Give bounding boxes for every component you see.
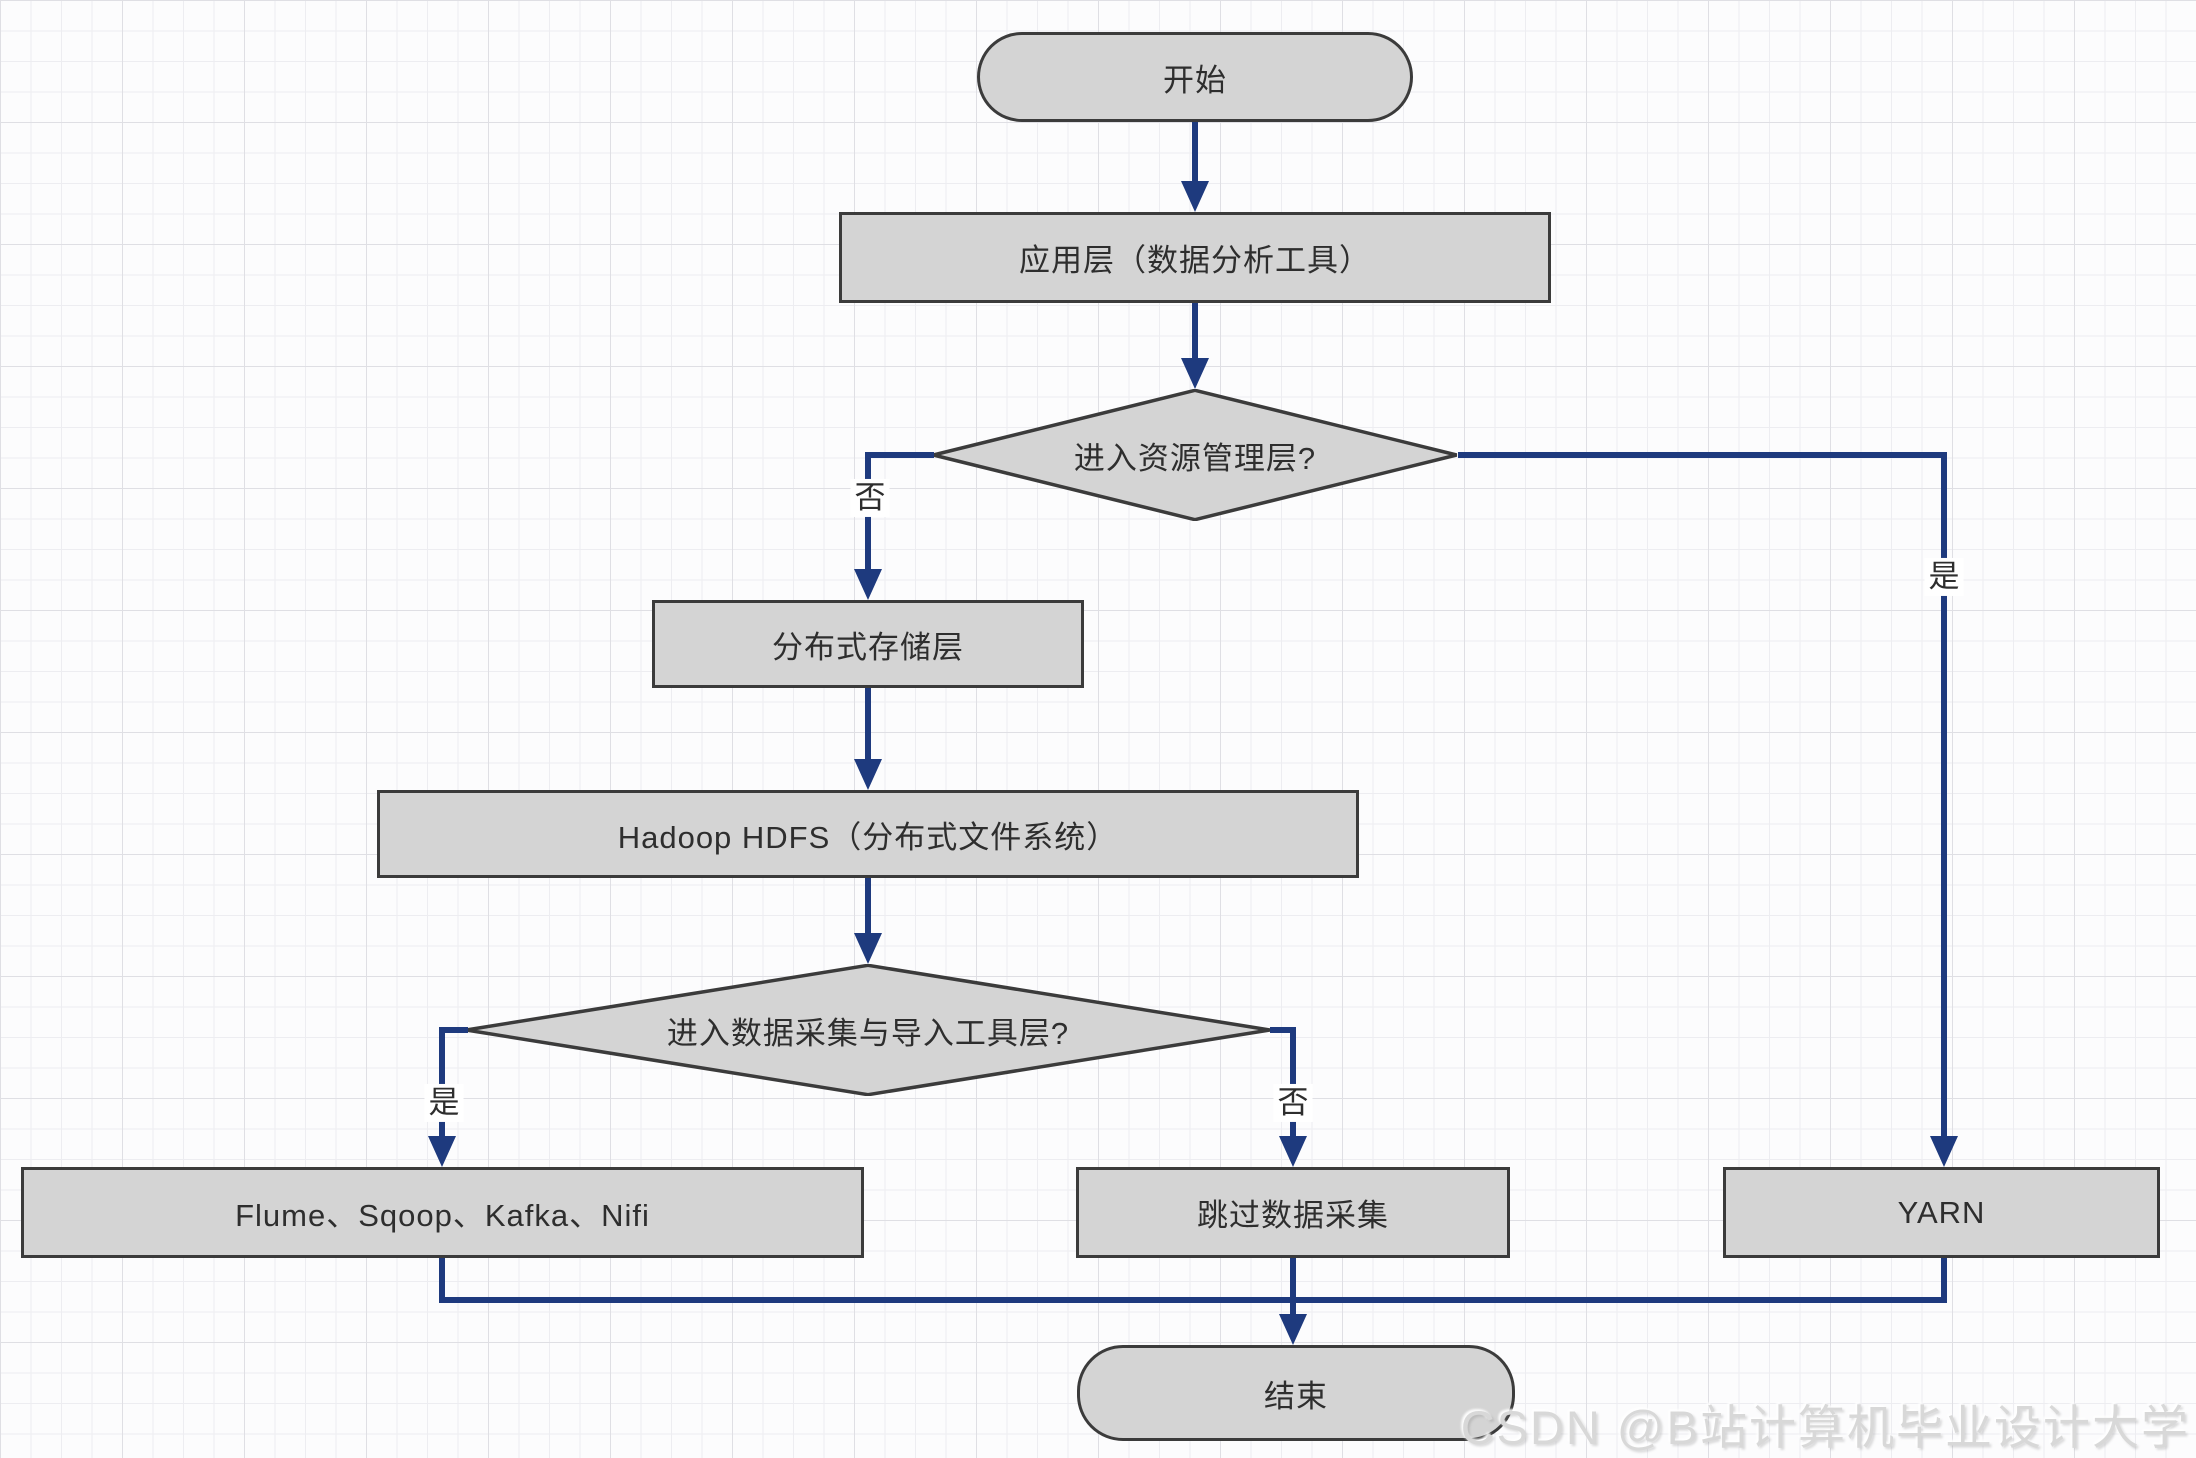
edge-decision2-no-horizontal [1270,1027,1296,1033]
node-hdfs: Hadoop HDFS（分布式文件系统） [377,790,1359,878]
arrowhead-to-end [1279,1314,1307,1345]
node-end-label: 结束 [1264,1378,1328,1414]
node-decision-resource-layer: 进入资源管理层? [928,389,1462,521]
edge-hdfs-to-decision2 [865,878,871,935]
edge-yarn-to-join [1941,1258,1947,1303]
edge-decision2-no-vertical [1290,1027,1296,1137]
edge-label-resource-yes: 是 [1924,557,1964,597]
edge-app-to-decision1 [1192,303,1198,360]
csdn-watermark: CSDN @B站计算机毕业设计大学 [1460,1401,2190,1454]
node-storage-layer: 分布式存储层 [652,600,1084,688]
edge-label-ingest-yes: 是 [424,1083,464,1123]
arrowhead-app-to-decision1 [1181,358,1209,389]
edge-decision2-yes-horizontal [442,1027,468,1033]
arrowhead-hdfs-to-decision2 [854,933,882,964]
node-decision-resource-layer-label: 进入资源管理层? [1073,440,1317,476]
edge-decision1-yes-horizontal [1458,452,1947,458]
node-storage-layer-label: 分布式存储层 [772,629,964,665]
edge-label-resource-no: 否 [850,478,890,518]
edge-decision1-yes-vertical [1941,452,1947,1137]
node-application-layer-label: 应用层（数据分析工具） [1019,243,1371,278]
node-skip-ingest: 跳过数据采集 [1076,1167,1510,1258]
node-hdfs-label: Hadoop HDFS（分布式文件系统） [617,819,1119,855]
node-start-label: 开始 [1163,62,1227,98]
arrowhead-decision2-yes [428,1136,456,1167]
node-skip-ingest-label: 跳过数据采集 [1197,1198,1389,1233]
node-start: 开始 [977,32,1413,122]
edge-decision1-no-horizontal [868,452,934,458]
node-ingest-tools-label: Flume、Sqoop、Kafka、Nifi [235,1198,650,1233]
edge-decision2-yes-vertical [439,1027,445,1137]
node-yarn: YARN [1723,1167,2160,1258]
node-decision-ingest-layer-label: 进入数据采集与导入工具层? [666,1015,1070,1051]
edge-tools-to-join [439,1258,445,1303]
arrowhead-decision1-no [854,569,882,600]
node-decision-ingest-layer: 进入数据采集与导入工具层? [458,964,1278,1096]
edge-skip-to-end [1290,1258,1296,1316]
node-end: 结束 [1077,1345,1515,1441]
arrowhead-decision1-yes [1930,1136,1958,1167]
node-application-layer: 应用层（数据分析工具） [839,212,1551,303]
arrowhead-start-to-app [1181,181,1209,212]
edge-join-horizontal [439,1297,1947,1303]
node-ingest-tools: Flume、Sqoop、Kafka、Nifi [21,1167,864,1258]
edge-start-to-app [1192,122,1198,182]
edge-label-ingest-no: 否 [1273,1083,1313,1123]
diamond-shape [928,389,1462,521]
arrowhead-decision2-no [1279,1136,1307,1167]
diamond-shape [458,964,1278,1096]
node-yarn-label: YARN [1897,1194,1986,1230]
edge-storage-to-hdfs [865,688,871,761]
arrowhead-storage-to-hdfs [854,759,882,790]
